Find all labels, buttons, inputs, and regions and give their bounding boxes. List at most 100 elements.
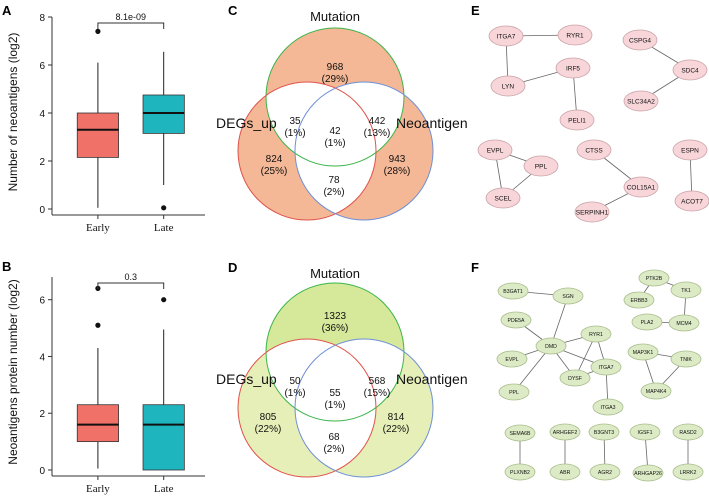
network-node-label: LYN — [502, 83, 514, 90]
region-count: 78 — [328, 175, 340, 186]
network-node-label: PLXNB2 — [510, 470, 530, 476]
network-node-label: SLC34A2 — [627, 98, 655, 105]
region-percent: (1%) — [284, 128, 305, 139]
network-node — [535, 337, 567, 355]
panel-letter-a: A — [2, 3, 12, 18]
region-percent: (2%) — [323, 187, 344, 198]
network-node — [590, 358, 622, 376]
network-node-label: ESPN — [681, 147, 699, 154]
network-node-label: COL15A1 — [627, 184, 656, 191]
network-node-label: B3GAT1 — [503, 289, 523, 295]
region-percent: (36%) — [322, 323, 349, 334]
network-node-label: MCM4 — [676, 321, 691, 327]
network-node-label: ERBB3 — [630, 298, 647, 304]
network-node — [500, 311, 532, 329]
region-percent: (2%) — [323, 444, 344, 455]
network-node-label: ARHGEF2 — [553, 430, 578, 436]
x-tick-label: Early — [86, 222, 110, 234]
region-percent: (15%) — [364, 388, 391, 399]
network-node-label: IRF5 — [566, 65, 580, 72]
p-value-label: 0.3 — [125, 272, 138, 282]
network-node — [589, 463, 621, 481]
outlier-point — [161, 205, 167, 211]
region-count: 442 — [369, 116, 386, 127]
network-node-label: SEMA6B — [509, 431, 531, 437]
network-node-label: CSPG4 — [629, 37, 651, 44]
network-node — [627, 343, 659, 361]
y-tick-label: 6 — [39, 296, 45, 307]
region-percent: (25%) — [261, 166, 288, 177]
network-node-label: PPL — [535, 163, 548, 170]
network-node — [623, 291, 655, 309]
set-label-degs: DEGs_up — [216, 115, 277, 131]
region-count: 943 — [389, 154, 406, 165]
y-tick-label: 0 — [39, 205, 45, 216]
region-count: 814 — [388, 412, 405, 423]
network-node-label: RASD2 — [679, 430, 696, 436]
network-node-label: ARHGAP26 — [634, 471, 662, 477]
panel-letter-f: F — [471, 260, 479, 275]
network-node-label: PPL — [509, 390, 519, 396]
venn-circle-neoantigen — [294, 81, 434, 221]
panel-c: C Mutation DEGs_up Neoantigen 968 (29%) … — [216, 3, 468, 221]
network-node-label: SERPINH1 — [576, 209, 609, 216]
network-node — [498, 383, 530, 401]
set-label-neoantigen: Neoantigen — [396, 115, 468, 131]
network-edge — [550, 295, 569, 347]
network-node — [496, 350, 528, 368]
y-tick-label: 0 — [39, 466, 45, 477]
network-node — [557, 24, 593, 46]
x-tick-label: Late — [154, 483, 174, 495]
region-percent: (1%) — [324, 400, 345, 411]
panel-f: F B3GAT1SGNPDE5ARYR1DMDEVPLPPLDYSFITGA7I… — [471, 260, 704, 482]
set-label-mutation: Mutation — [310, 266, 360, 281]
network-node — [552, 287, 584, 305]
panel-d: D Mutation DEGs_up Neoantigen 1323 (36%)… — [216, 260, 468, 478]
network-node — [588, 423, 620, 441]
network-node — [488, 25, 524, 47]
network-node-label: PTK2B — [646, 276, 663, 282]
panel-b: B Neoantigens protein number (log2) 0246… — [2, 259, 205, 495]
region-percent: (28%) — [384, 166, 411, 177]
network-node — [549, 463, 581, 481]
x-tick-label: Late — [154, 222, 174, 234]
y-tick-label: 4 — [39, 109, 45, 120]
network-node — [504, 463, 536, 481]
network-node — [549, 423, 581, 441]
network-node — [622, 29, 658, 51]
venn-overlaps — [295, 82, 376, 220]
outlier-point — [95, 322, 101, 328]
panel-a: A Number of neoantigens (log2) 02468Earl… — [2, 3, 205, 234]
region-count: 1323 — [324, 311, 347, 322]
network-node — [672, 59, 708, 81]
network-node — [638, 269, 670, 287]
region-percent: (1%) — [324, 138, 345, 149]
network-node-label: EVPL — [505, 357, 518, 363]
y-axis-label: Number of neoantigens (log2) — [6, 33, 20, 192]
network-node-label: PDE5A — [507, 318, 525, 324]
box-late — [142, 94, 185, 134]
box-early — [76, 112, 119, 158]
network-node-label: LRRK2 — [680, 470, 697, 476]
p-value-label: 8.1e-09 — [116, 12, 147, 22]
network-node-label: RYR1 — [566, 32, 584, 39]
network-node-label: SDC4 — [681, 67, 699, 74]
box-early — [76, 404, 119, 443]
y-axis-label: Neoantigens protein number (log2) — [6, 279, 20, 464]
region-count: 805 — [260, 412, 277, 423]
network-node-label: CTSS — [585, 147, 603, 154]
network-node — [623, 176, 659, 198]
network-node-label: ITGA7 — [599, 365, 614, 371]
region-count: 42 — [329, 126, 341, 137]
network-node — [632, 464, 664, 482]
network-node — [490, 75, 526, 97]
region-count: 824 — [266, 154, 283, 165]
network-node — [485, 187, 521, 209]
network-node — [672, 139, 708, 161]
venn-overlap-degs-neoantigen — [295, 339, 376, 477]
significance-bracket — [97, 282, 165, 289]
network-node — [592, 398, 624, 416]
venn-circle-degs — [237, 81, 377, 221]
network-node — [623, 90, 659, 112]
